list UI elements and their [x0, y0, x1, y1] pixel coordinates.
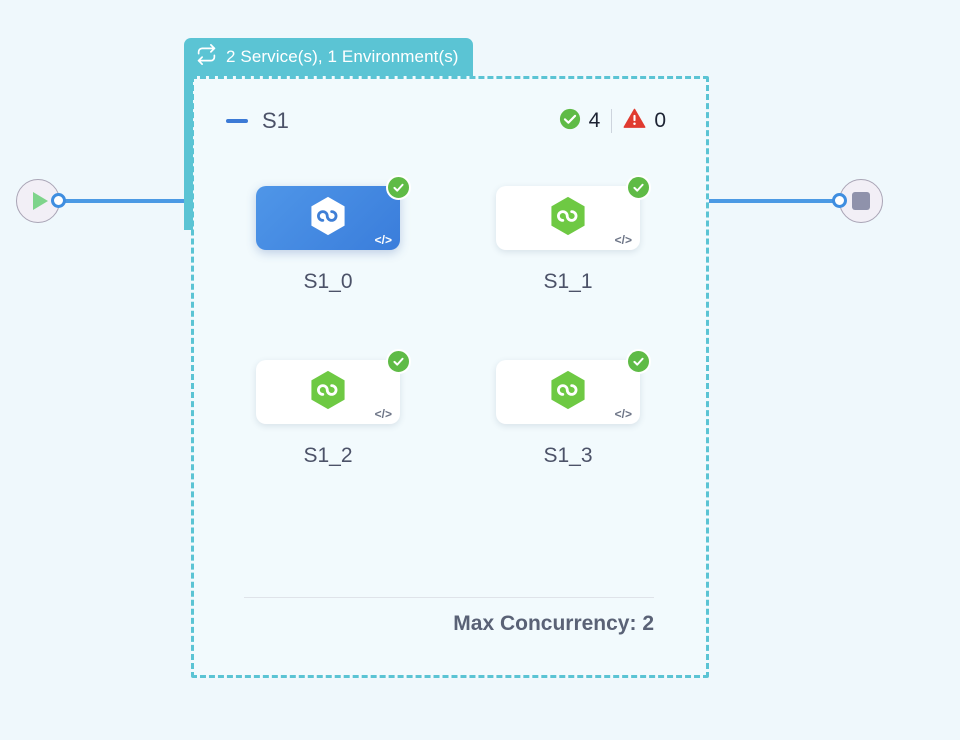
edge-group-to-end[interactable] [706, 199, 842, 203]
status-warning: 0 [623, 107, 666, 135]
group-name-label: S1 [262, 108, 289, 133]
code-icon[interactable]: </> [614, 407, 632, 421]
check-circle-icon [626, 349, 651, 374]
hexagon-infinity-icon [545, 193, 591, 244]
node-cell-s1-1: </> S1_1 [496, 175, 651, 294]
service-node-grid: </> S1_0 [256, 175, 656, 514]
end-node-target-handle[interactable] [832, 193, 847, 208]
check-circle-icon [386, 349, 411, 374]
edge-start-to-group[interactable] [58, 199, 188, 203]
hexagon-infinity-icon [545, 367, 591, 418]
group-footer-divider [244, 597, 654, 598]
code-icon[interactable]: </> [374, 233, 392, 247]
start-node-source-handle[interactable] [51, 193, 66, 208]
node-cell-s1-2: </> S1_2 [256, 349, 411, 468]
code-icon[interactable]: </> [374, 407, 392, 421]
group-header-row: S1 4 [226, 104, 676, 138]
success-count: 4 [588, 109, 601, 132]
node-row: </> S1_2 [256, 349, 656, 468]
service-node-card[interactable]: </> [496, 175, 651, 250]
node-cell-s1-3: </> S1_3 [496, 349, 651, 468]
group-collapse-toggle[interactable]: S1 [226, 108, 289, 134]
status-success: 4 [559, 108, 601, 135]
service-node-card[interactable]: </> [256, 349, 411, 424]
node-cell-s1-0: </> S1_0 [256, 175, 411, 294]
node-label: S1_3 [543, 444, 593, 467]
max-concurrency-label: Max Concurrency: 2 [453, 612, 654, 635]
warning-triangle-icon [623, 107, 646, 135]
warning-count: 0 [654, 109, 666, 132]
node-row: </> S1_0 [256, 175, 656, 294]
node-label: S1_2 [303, 444, 353, 467]
node-label: S1_1 [543, 270, 593, 293]
service-node-card[interactable]: </> [496, 349, 651, 424]
node-label: S1_0 [303, 270, 353, 293]
minus-icon[interactable] [226, 119, 248, 123]
check-circle-icon [559, 108, 581, 135]
hexagon-infinity-icon [305, 367, 351, 418]
group-left-accent-strip [184, 76, 193, 230]
check-circle-icon [626, 175, 651, 200]
hexagon-infinity-icon [305, 193, 351, 244]
status-divider [611, 109, 613, 133]
group-header-tab[interactable]: 2 Service(s), 1 Environment(s) [184, 38, 473, 76]
group-status-summary: 4 0 [559, 107, 666, 135]
check-circle-icon [386, 175, 411, 200]
service-node-card[interactable]: </> [256, 175, 411, 250]
play-icon [33, 192, 48, 210]
loop-repeat-icon [196, 44, 217, 70]
code-icon[interactable]: </> [614, 233, 632, 247]
stop-icon [852, 192, 870, 210]
group-tab-label: 2 Service(s), 1 Environment(s) [226, 47, 459, 66]
